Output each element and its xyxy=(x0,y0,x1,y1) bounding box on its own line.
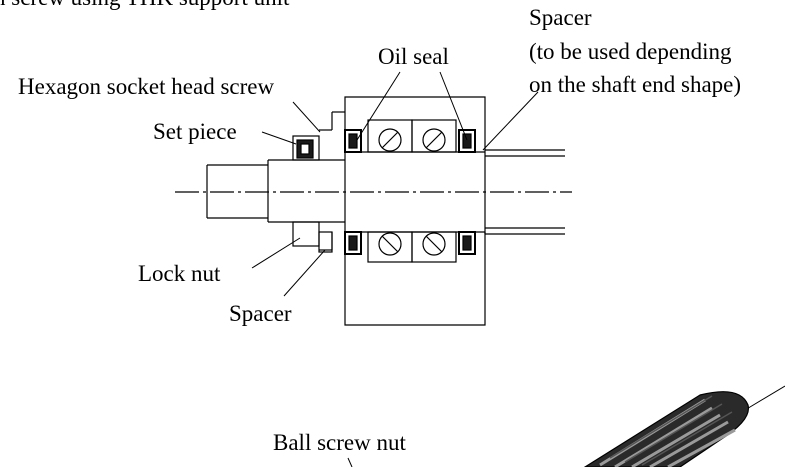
label-oil-seal: Oil seal xyxy=(378,44,449,69)
bearing-right xyxy=(411,119,457,263)
label-spacer-top-note-1: (to be used depending xyxy=(529,39,732,64)
label-hexagon-socket-head-screw: Hexagon socket head screw xyxy=(18,74,275,99)
spacer-left xyxy=(318,231,333,253)
label-spacer-bottom: Spacer xyxy=(229,301,292,326)
oil-seal-right xyxy=(458,129,476,255)
label-set-piece: Set piece xyxy=(153,119,237,144)
oil-seal-left xyxy=(344,129,362,255)
ball-screw xyxy=(583,385,785,467)
set-piece xyxy=(296,139,314,159)
label-lock-nut: Lock nut xyxy=(138,261,221,286)
label-ball-screw-nut: Ball screw nut xyxy=(273,430,406,455)
leader-lines xyxy=(251,71,539,467)
partial-title: n screw using THK support unit xyxy=(0,0,289,9)
label-spacer-top-note-2: on the shaft end shape) xyxy=(529,72,742,97)
housing xyxy=(331,96,486,326)
label-spacer-top: Spacer xyxy=(529,5,592,30)
bearing-left xyxy=(367,119,413,263)
